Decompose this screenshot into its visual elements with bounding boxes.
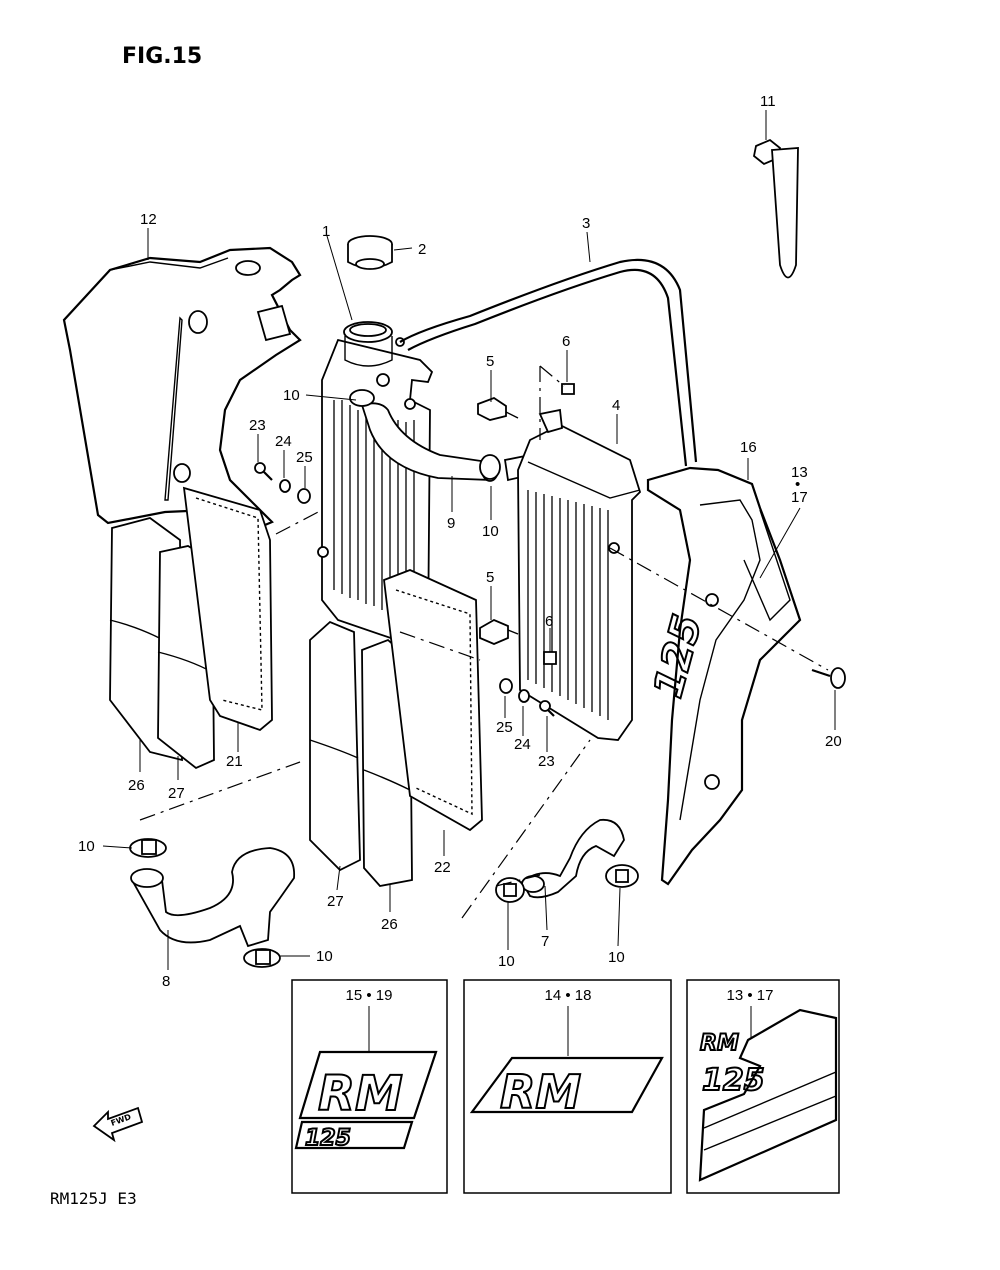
- washer-24-lower: [518, 689, 530, 703]
- part-label-23-upper: 23: [249, 417, 266, 434]
- part-label-9: 9: [447, 515, 455, 532]
- bolt-20: [811, 667, 846, 689]
- part-label-24-lower: 24: [514, 736, 531, 753]
- part-label-10-clamp-7b: 10: [608, 949, 625, 966]
- part-label-25-upper: 25: [296, 449, 313, 466]
- washer-24-upper: [279, 479, 291, 493]
- part-label-11: 11: [760, 93, 776, 110]
- radiator-cap-part: [347, 235, 393, 270]
- leader-lines: [102, 110, 836, 970]
- part-label-8: 8: [162, 973, 170, 990]
- part-label-10-clamp-7a: 10: [498, 953, 515, 970]
- left-shroud-part: [62, 246, 302, 530]
- part-label-5-lower: 5: [486, 569, 494, 586]
- part-label-24-upper: 24: [275, 433, 292, 450]
- lower-hose-7: [520, 818, 625, 899]
- part-label-4: 4: [612, 397, 620, 414]
- hose-clamp-10f: [479, 454, 501, 480]
- washer-25-lower: [499, 678, 513, 694]
- decal-rm-text: RM: [700, 1031, 739, 1056]
- figure-title: FIG.15: [122, 44, 202, 69]
- model-code: RM125J E3: [50, 1189, 137, 1208]
- decal-box-15-19: 15 • 19 RM 125: [291, 979, 448, 1194]
- bolt-5-lower: [479, 618, 519, 645]
- part-label-25-lower: 25: [496, 719, 513, 736]
- part-label-16: 16: [740, 439, 757, 456]
- part-label-2: 2: [418, 241, 426, 258]
- decal-box-label: 15 • 19: [346, 987, 393, 1004]
- overflow-hose-part: [399, 258, 698, 463]
- part-label-26-lower: 26: [381, 916, 398, 933]
- decal-box-label: 13 • 17: [727, 987, 774, 1004]
- right-radiator-part: [517, 408, 642, 741]
- hose-clamp-10e: [349, 389, 375, 407]
- part-label-13: 13: [791, 464, 808, 481]
- part-label-27-lower: 27: [327, 893, 344, 910]
- scoop-27-lower: [309, 620, 361, 872]
- part-label-3: 3: [582, 215, 590, 232]
- bolt-5-upper: [477, 396, 519, 421]
- part-label-22: 22: [434, 859, 451, 876]
- part-label-10-clamp-8: 10: [316, 948, 333, 965]
- hose-clamp-10b: [243, 948, 281, 968]
- decal-rm-text: RM: [318, 1066, 403, 1122]
- part-label-23-lower: 23: [538, 753, 555, 770]
- bolt-23-upper: [254, 462, 273, 481]
- right-shroud-part: 125: [644, 466, 802, 886]
- part-label-10-radiator: 10: [283, 387, 300, 404]
- cable-tie-part: [753, 138, 799, 279]
- part-label-21: 21: [226, 753, 243, 770]
- part-label-20: 20: [825, 733, 842, 750]
- part-label-6-lower: 6: [545, 613, 553, 630]
- decal-125-text: 125: [305, 1126, 351, 1151]
- decal-box-label: 14 • 18: [545, 987, 592, 1004]
- fwd-arrow-icon: FWD: [92, 1106, 144, 1143]
- part-label-1: 1: [322, 223, 330, 240]
- part-label-12: 12: [140, 211, 157, 228]
- bolt-6-lower: [543, 651, 557, 665]
- part-label-6-upper: 6: [562, 333, 570, 350]
- part-label-26-left: 26: [128, 777, 145, 794]
- decal-box-13-17: 13 • 17 RM 125: [686, 979, 840, 1194]
- part-label-10-hose9: 10: [482, 523, 499, 540]
- part-label-27-left: 27: [168, 785, 185, 802]
- decal-rm-text: RM: [500, 1065, 581, 1119]
- decal-125-text: 125: [702, 1063, 765, 1098]
- part-label-7: 7: [541, 933, 549, 950]
- mesh-21-left: [182, 486, 273, 732]
- hose-clamp-10a: [129, 838, 167, 858]
- part-labels: 11 12 1 2 3 4 5 6 10 16 13 • 17 23 24 25…: [78, 93, 842, 990]
- decal-box-14-18: 14 • 18 RM: [463, 979, 672, 1194]
- shroud-decal-text: 125: [645, 610, 711, 703]
- lower-hose-8: [130, 847, 295, 948]
- hose-clamp-10c: [495, 877, 525, 903]
- part-label-10-clamp-left: 10: [78, 838, 95, 855]
- part-label-17: 17: [791, 489, 808, 506]
- part-label-13-dot: •: [795, 476, 800, 493]
- bolt-23-lower: [539, 700, 555, 717]
- washer-25-upper: [297, 488, 311, 504]
- part-label-5-upper: 5: [486, 353, 494, 370]
- bolt-6-upper: [561, 383, 575, 395]
- hose-clamp-10d: [605, 864, 639, 888]
